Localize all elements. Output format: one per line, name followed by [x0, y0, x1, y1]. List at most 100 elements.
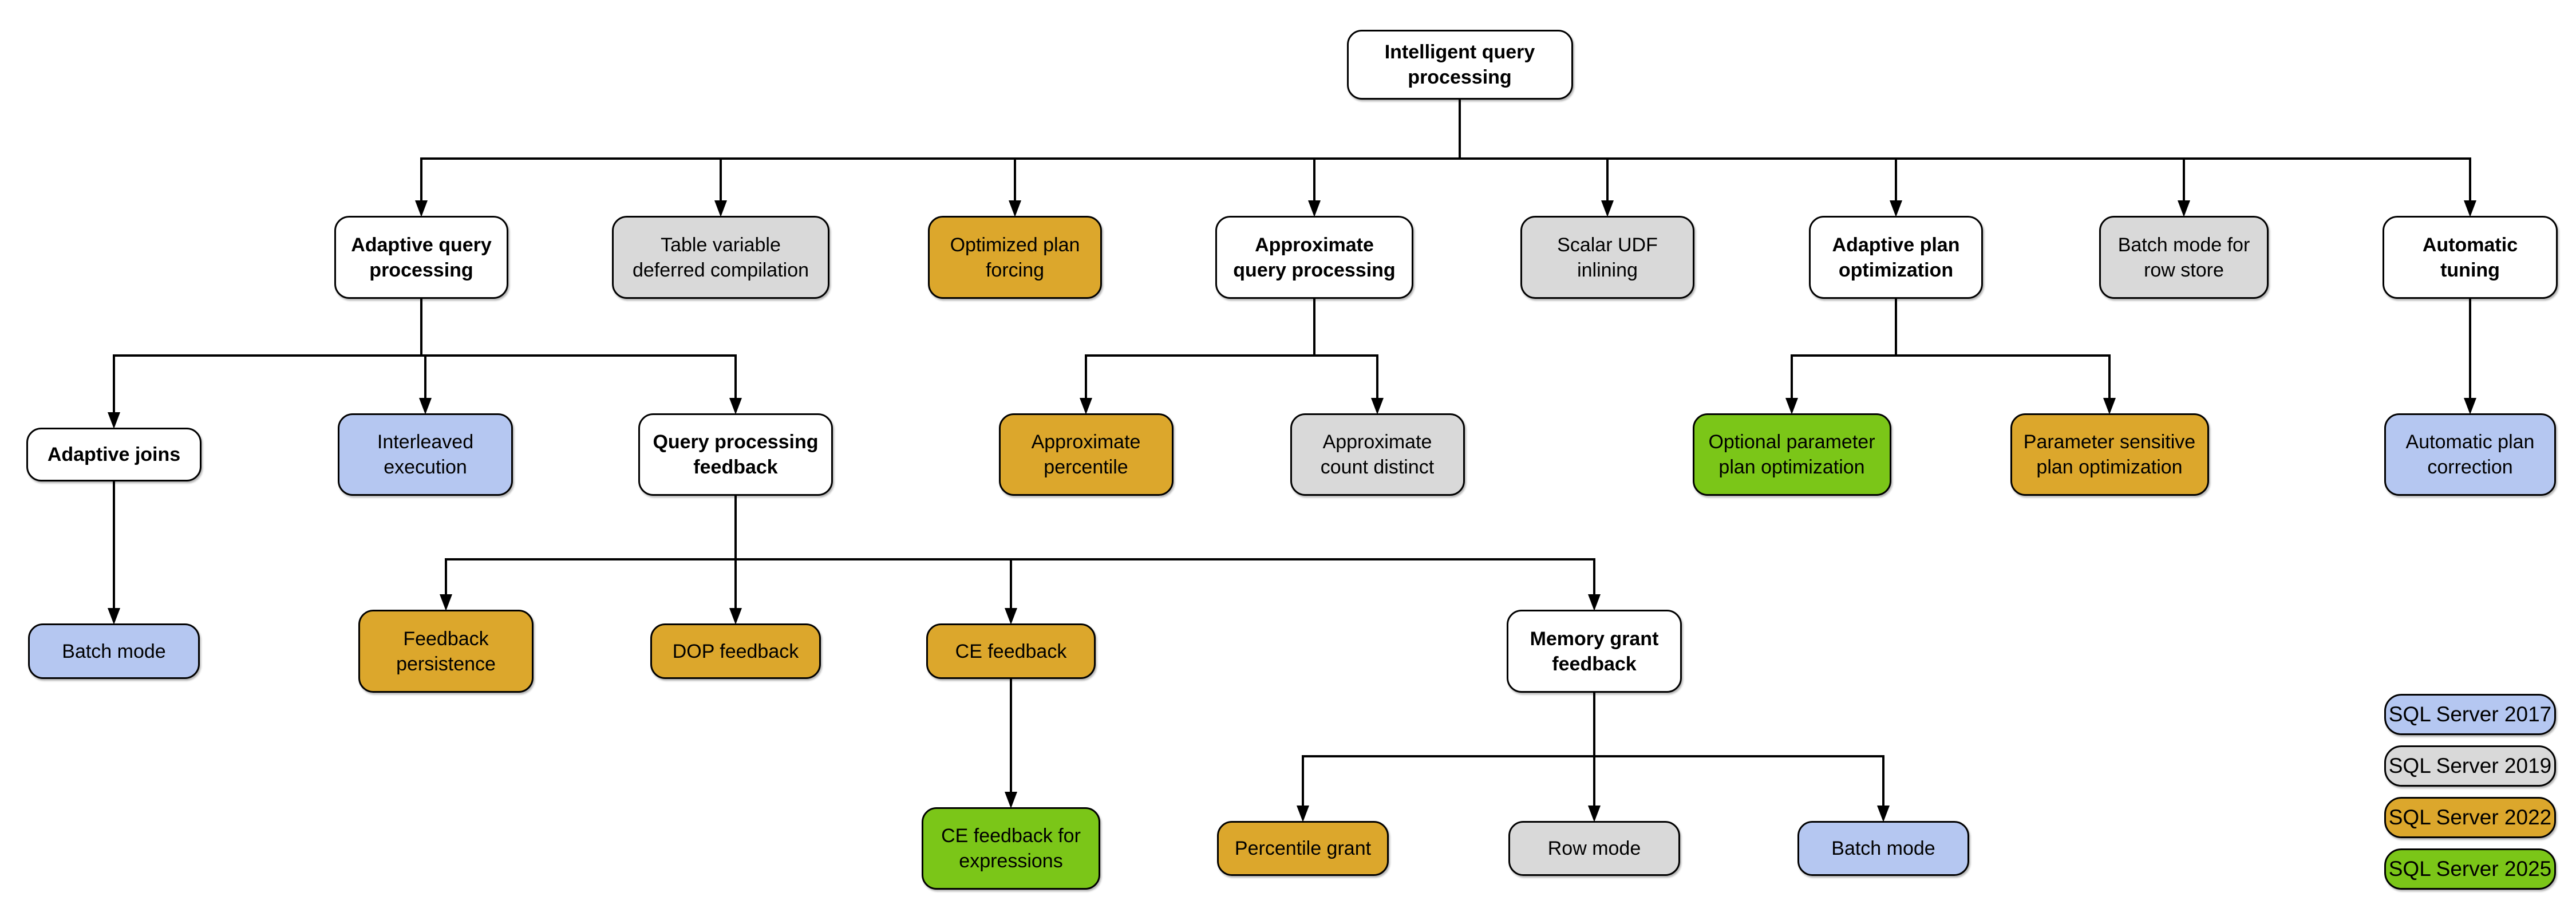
- connector-arrowhead: [1080, 398, 1092, 414]
- node-label-line: tuning: [2440, 259, 2500, 281]
- node-label-line: row store: [2144, 259, 2224, 281]
- node-label-line: Automatic: [2422, 234, 2518, 256]
- node-label-line: plan optimization: [1718, 456, 1865, 478]
- connector-arrowhead: [1588, 806, 1601, 822]
- connector-arrowhead: [415, 200, 428, 217]
- node-label-line: Automatic plan: [2405, 431, 2535, 453]
- node-label-line: Intelligent query: [1384, 41, 1535, 63]
- node-label-line: plan optimization: [2036, 456, 2183, 478]
- node-label-line: DOP feedback: [672, 640, 799, 662]
- node-percentile-grant: Percentile grant: [1217, 821, 1389, 876]
- node-label-line: Feedback: [403, 627, 489, 650]
- node-label-line: Scalar UDF: [1557, 234, 1658, 256]
- node-intelligent-query-processing: Intelligent query processing: [1346, 30, 1573, 100]
- node-approximate-count-distinct: Approximate count distinct: [1290, 413, 1465, 496]
- node-approximate-query-processing: Approximate query processing: [1215, 216, 1413, 299]
- node-automatic-tuning: Automatic tuning: [2383, 216, 2558, 299]
- node-feedback-persistence: Feedback persistence: [358, 610, 534, 693]
- node-adaptive-query-processing: Adaptive query processing: [334, 216, 508, 299]
- node-label-line: CE feedback: [955, 640, 1067, 662]
- connector-arrowhead: [2464, 398, 2476, 414]
- connector-arrowhead: [1601, 200, 1614, 217]
- node-label-line: query processing: [1233, 259, 1396, 281]
- node-query-processing-feedback: Query processing feedback: [638, 413, 833, 496]
- node-label-line: Adaptive query: [351, 234, 492, 256]
- node-label-line: Row mode: [1547, 838, 1641, 859]
- node-label-line: Approximate: [1255, 234, 1374, 256]
- connector-arrowhead: [1877, 806, 1890, 822]
- connector-arrowhead: [1005, 792, 1017, 808]
- connector-arrowhead: [729, 398, 742, 414]
- node-label-line: Adaptive plan: [1832, 234, 1960, 256]
- node-scalar-udf-inlining: Scalar UDF inlining: [1520, 216, 1694, 299]
- node-label-line: feedback: [693, 456, 778, 478]
- node-label-line: Batch mode for: [2117, 234, 2250, 256]
- node-label-line: Approximate: [1322, 431, 1432, 453]
- connector-arrowhead: [2464, 200, 2476, 217]
- connector-arrowhead: [2178, 200, 2190, 217]
- connector-arrowhead: [2103, 398, 2116, 414]
- connector-arrowhead: [1297, 806, 1309, 822]
- node-label-line: correction: [2427, 456, 2513, 478]
- legend-item-sql-server-2017: SQL Server 2017: [2384, 694, 2556, 735]
- node-adaptive-plan-optimization: Adaptive plan optimization: [1809, 216, 1983, 299]
- node-label-line: deferred compilation: [632, 259, 809, 281]
- node-label-line: feedback: [1552, 653, 1637, 675]
- connector-arrowhead: [1371, 398, 1384, 414]
- connector-arrowhead: [1588, 594, 1601, 611]
- node-label-line: Optimized plan: [950, 234, 1080, 256]
- node-label-line: forcing: [985, 259, 1045, 281]
- node-label-line: Batch mode: [1831, 838, 1935, 859]
- node-label-line: Optional parameter: [1708, 431, 1875, 453]
- node-label-line: Percentile grant: [1234, 838, 1372, 859]
- connector-arrowhead: [1890, 200, 1902, 217]
- legend-item-sql-server-2022: SQL Server 2022: [2384, 797, 2556, 838]
- node-label-line: Adaptive joins: [47, 444, 181, 465]
- node-batch-mode-adaptive: Batch mode: [28, 623, 200, 679]
- node-label-line: optimization: [1838, 259, 1954, 281]
- connector-arrowhead: [440, 594, 452, 611]
- node-label-line: Table variable: [661, 234, 781, 256]
- node-label-line: processing: [369, 259, 473, 281]
- node-label-line: Interleaved: [377, 431, 474, 453]
- node-automatic-plan-correction: Automatic plan correction: [2384, 413, 2556, 496]
- connector-arrowhead: [1005, 608, 1017, 625]
- node-batch-mode-memory: Batch mode: [1797, 821, 1969, 876]
- node-row-mode: Row mode: [1508, 821, 1680, 876]
- legend-item-sql-server-2025: SQL Server 2025: [2384, 848, 2556, 890]
- legend-item-sql-server-2019: SQL Server 2019: [2384, 745, 2556, 787]
- node-batch-mode-for-row-store: Batch mode for row store: [2099, 216, 2269, 299]
- node-label-line: inlining: [1577, 259, 1638, 281]
- node-adaptive-joins: Adaptive joins: [26, 428, 202, 481]
- node-table-variable-deferred-compilation: Table variable deferred compilation: [612, 216, 829, 299]
- node-label-line: expressions: [959, 850, 1063, 872]
- node-memory-grant-feedback: Memory grant feedback: [1507, 610, 1682, 693]
- node-label-line: percentile: [1044, 456, 1128, 478]
- node-label-line: Approximate: [1031, 431, 1141, 453]
- node-parameter-sensitive-plan-optimization: Parameter sensitive plan optimization: [2010, 413, 2209, 496]
- node-dop-feedback: DOP feedback: [650, 623, 821, 679]
- node-label-line: Memory grant: [1530, 627, 1659, 650]
- node-optional-parameter-plan-optimization: Optional parameter plan optimization: [1692, 413, 1891, 496]
- connector-arrowhead: [108, 412, 120, 429]
- connector-arrowhead: [1785, 398, 1798, 414]
- node-label-line: Batch mode: [62, 640, 166, 662]
- node-label-line: processing: [1408, 66, 1512, 88]
- node-label-line: persistence: [396, 653, 496, 675]
- connector-arrowhead: [419, 398, 432, 414]
- node-label-line: count distinct: [1320, 456, 1435, 478]
- node-label-line: Parameter sensitive: [2023, 431, 2196, 453]
- node-ce-feedback: CE feedback: [926, 623, 1096, 679]
- connector-arrowhead: [1009, 200, 1021, 217]
- node-approximate-percentile: Approximate percentile: [998, 413, 1174, 496]
- node-label-line: CE feedback for: [941, 825, 1081, 847]
- node-ce-feedback-for-expressions: CE feedback for expressions: [922, 807, 1100, 890]
- connector-arrowhead: [108, 608, 120, 625]
- node-optimized-plan-forcing: Optimized plan forcing: [928, 216, 1102, 299]
- connector-arrowhead: [729, 608, 742, 625]
- connector-arrowhead: [714, 200, 727, 217]
- node-label-line: Query processing: [653, 431, 819, 453]
